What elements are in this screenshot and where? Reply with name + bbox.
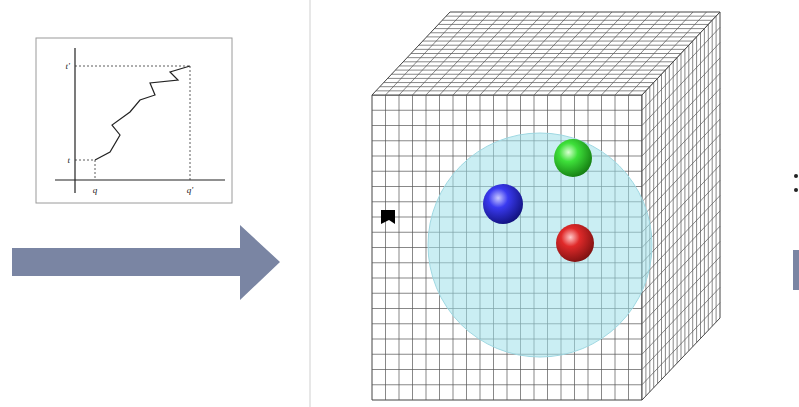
grid-line bbox=[629, 12, 707, 95]
blue-quark bbox=[483, 184, 523, 224]
marker bbox=[381, 210, 395, 224]
grid-line bbox=[372, 354, 642, 355]
axis-label: q bbox=[92, 186, 99, 195]
y-axis bbox=[74, 48, 75, 193]
separator bbox=[310, 0, 311, 407]
axis-label: t bbox=[66, 156, 71, 165]
hadron-sphere bbox=[428, 133, 652, 357]
grid-line bbox=[712, 20, 713, 326]
edge-bar bbox=[793, 250, 799, 290]
grid-line bbox=[642, 287, 720, 369]
plot-frame bbox=[36, 38, 232, 203]
grid-line bbox=[642, 272, 720, 354]
path-line bbox=[95, 66, 190, 160]
red-quark bbox=[556, 224, 594, 262]
green-quark bbox=[554, 139, 592, 177]
guide-lines bbox=[75, 66, 190, 180]
big-arrow bbox=[12, 225, 280, 300]
grid-line bbox=[384, 82, 654, 83]
grid-line bbox=[716, 16, 717, 322]
axis-label: t' bbox=[65, 62, 71, 71]
grid-line bbox=[372, 369, 642, 370]
grid-line bbox=[372, 384, 642, 385]
edge-mark bbox=[794, 174, 798, 178]
grid-line bbox=[642, 303, 720, 385]
grid-line bbox=[376, 90, 646, 91]
x-axis bbox=[55, 179, 225, 180]
grid-line bbox=[380, 86, 650, 87]
axis-label: q' bbox=[186, 186, 194, 195]
lattice-grid bbox=[372, 12, 720, 400]
edge-mark bbox=[794, 188, 798, 192]
